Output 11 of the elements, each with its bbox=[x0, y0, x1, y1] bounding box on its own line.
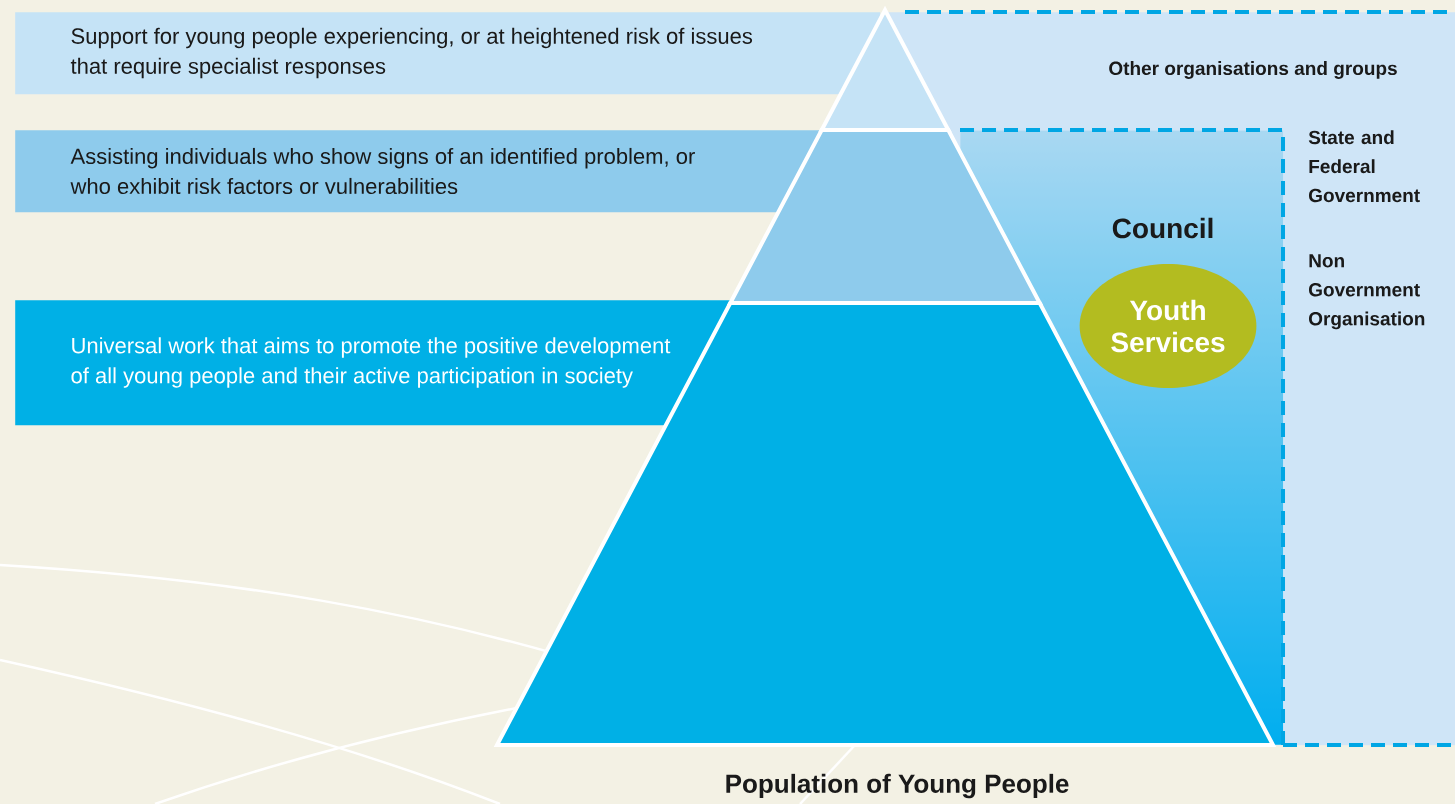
node-label: Assisting individuals who show signs of an identified problem, or who exhibit risk factors or vulnerabilities bbox=[70, 147, 695, 195]
level-banner: Assisting individuals who show signs of an identified problem, or who exhibit risk factors or vulnerabilities bbox=[15, 130, 831, 213]
organisation-label: State and Federal Government bbox=[1308, 130, 1420, 203]
pyramid-caption: Population of Young People bbox=[726, 773, 1069, 799]
organisation-label: Non Government Organisation bbox=[1309, 254, 1425, 330]
service-blob: Youth Services bbox=[1079, 264, 1257, 388]
panel-heading: Council bbox=[1112, 217, 1213, 239]
node-label: Universal work that aims to promote the positive development of all young people and their active participation in society bbox=[71, 337, 671, 388]
level-banner: Universal work that aims to promote the positive development of all young people and their active participation in society bbox=[15, 300, 736, 426]
panel-heading: Other organisations and groups bbox=[1109, 61, 1397, 79]
node-label: Support for young people experiencing, or at heightened risk of issues that require specialist responses bbox=[70, 27, 753, 79]
